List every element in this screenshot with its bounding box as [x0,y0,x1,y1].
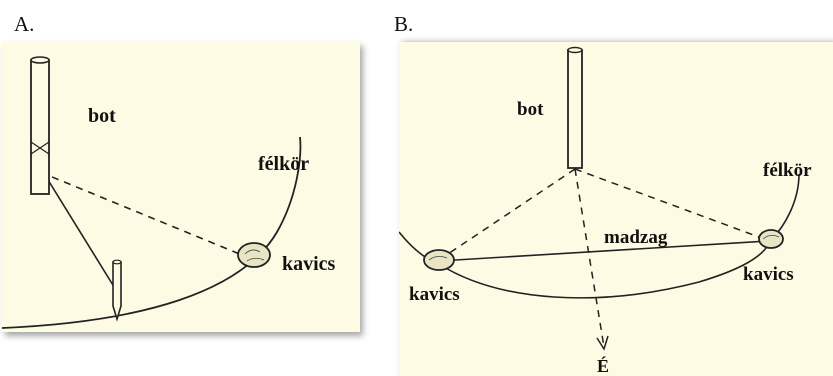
string-line [438,240,770,262]
peg [112,259,122,322]
dashed-line-right [574,168,768,241]
dashed-line-left [438,168,576,261]
diagram-panel-b: bot félkör madzag kavics kavics É [399,42,833,376]
stick-label: bot [517,99,544,120]
north-arrowhead [596,335,609,351]
pebble-right-label: kavics [743,264,794,285]
pebble [237,242,271,268]
semicircle-arc [438,173,800,299]
stick [567,46,583,169]
pebble-right [758,229,784,249]
stick [30,56,50,195]
north-label: É [597,355,609,376]
pebble-left [423,249,455,271]
panel-b-letter: B. [394,12,414,36]
stick-label: bot [88,105,116,127]
string-label: madzag [604,227,668,248]
pebble-label: kavics [282,253,336,275]
dashed-line [39,171,243,256]
diagram-panel-a: bot félkör kavics [2,42,360,332]
panel-a-letter: A. [14,12,35,36]
pebble-left-label: kavics [409,284,460,305]
diagram-a-svg: bot félkör kavics [2,56,336,329]
semicircle-label: félkör [258,153,309,175]
diagram-b-svg: bot félkör madzag kavics kavics É [399,46,812,376]
semicircle-label: félkör [763,160,812,181]
dashed-north-line [574,168,605,348]
